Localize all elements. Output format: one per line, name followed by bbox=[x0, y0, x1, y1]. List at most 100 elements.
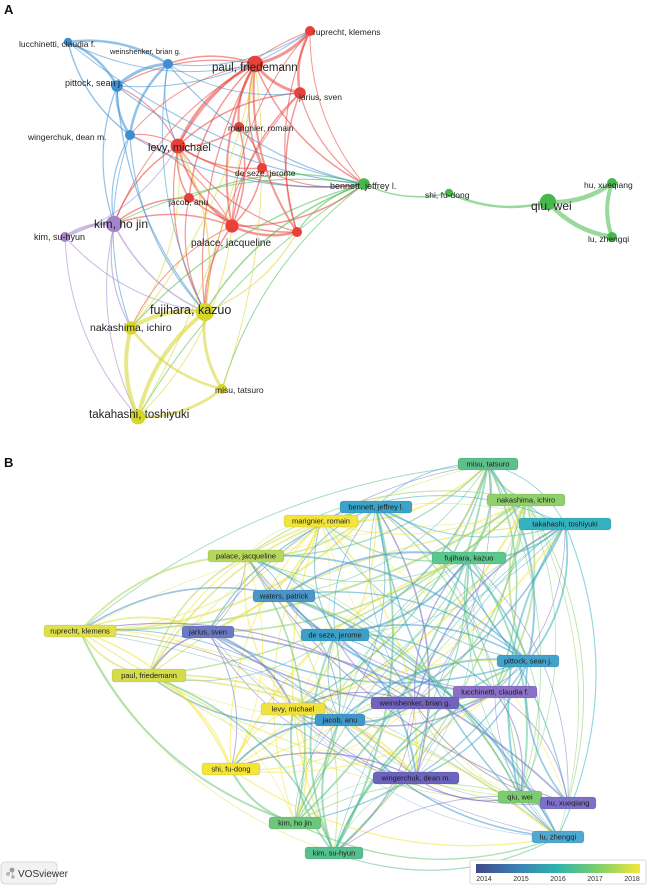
colorbar-tick-2018: 2018 bbox=[624, 876, 640, 883]
edge-ruprecht-palace bbox=[231, 30, 311, 227]
edge-lucchinetti-wingerchuk bbox=[67, 41, 131, 136]
edge-b-21-22 bbox=[294, 822, 559, 860]
label-kimho: kim, ho jin bbox=[94, 217, 148, 231]
edge-paul-waters bbox=[252, 63, 298, 233]
edge-paul-deseze bbox=[248, 63, 263, 169]
edge-b-13-19 bbox=[494, 691, 523, 798]
edge-b-4-15 bbox=[292, 523, 566, 710]
node-label-bennett-jeffrey-l: bennett, jeffrey l. bbox=[348, 503, 403, 512]
network-a: lucchinetti, claudia f.weinshenker, bria… bbox=[19, 26, 633, 425]
edge-palace-wingerchuk bbox=[129, 134, 233, 227]
edge-bennett-shi bbox=[363, 183, 450, 198]
edge-b-11-19 bbox=[519, 660, 540, 798]
label-jacob: jacob, anu bbox=[168, 197, 208, 207]
node-label-kim-ho-jin: kim, ho jin bbox=[278, 819, 312, 828]
node-box-nakashima-ichiro bbox=[486, 493, 566, 507]
vosviewer-logo-text: VOSviewer bbox=[18, 869, 69, 880]
edge-kimsu-takahashi bbox=[64, 236, 139, 418]
node-paul bbox=[246, 55, 264, 73]
node-levy bbox=[170, 138, 186, 154]
node-box-takahashi-toshiyuki bbox=[518, 517, 612, 531]
edge-b-17-21 bbox=[230, 768, 296, 824]
edge-paul-palace bbox=[225, 63, 256, 227]
edge-b-9-20 bbox=[207, 631, 569, 804]
node-label-misu-tatsuro: misu, tatsuro bbox=[467, 460, 510, 469]
node-pittock bbox=[111, 80, 123, 92]
node-ruprecht bbox=[305, 26, 315, 36]
label-lu: lu, zhengqi bbox=[588, 234, 629, 244]
edge-b-5-21 bbox=[245, 555, 306, 824]
node-label-hu-xueqiang: hu, xueqiang bbox=[547, 799, 590, 808]
node-takahashi bbox=[130, 409, 146, 425]
node-box-pittock-sean-j bbox=[496, 654, 560, 668]
node-box-palace-jacqueline bbox=[207, 549, 285, 563]
edge-bennett-kimho bbox=[113, 178, 365, 225]
node-jacob bbox=[184, 193, 194, 203]
edge-b-1-18 bbox=[375, 506, 430, 779]
node-label-waters-patrick: waters, patrick bbox=[259, 592, 309, 601]
network-a-labels: lucchinetti, claudia f.weinshenker, bria… bbox=[19, 27, 633, 421]
edge-pittock-ruprecht bbox=[116, 30, 311, 88]
node-label-wingerchuk-dean-m: wingerchuk, dean m. bbox=[380, 774, 450, 783]
label-marignier: marignier, romain bbox=[228, 123, 294, 133]
edge-b-9-17 bbox=[207, 631, 238, 770]
edge-b-2-22 bbox=[525, 499, 580, 838]
node-box-kim-ho-jin bbox=[268, 816, 322, 830]
edge-fujihara-waters bbox=[204, 231, 298, 313]
node-box-kim-su-hyun bbox=[304, 846, 364, 860]
edge-b-4-12 bbox=[148, 523, 566, 676]
edge-misu-paul bbox=[221, 63, 263, 390]
node-box-qiu-wei bbox=[497, 790, 543, 804]
edge-jacob-waters bbox=[188, 197, 298, 233]
node-kimho bbox=[105, 215, 123, 233]
edge-b-9-22 bbox=[207, 631, 559, 838]
edge-b-4-21 bbox=[294, 523, 566, 824]
edge-kimho-takahashi bbox=[106, 223, 139, 418]
node-box-marignier-romain bbox=[283, 514, 359, 528]
node-label-jacob-anu: jacob, anu bbox=[322, 716, 358, 725]
edge-fujihara-misu bbox=[202, 311, 224, 390]
label-levy: levy, michael bbox=[148, 142, 211, 154]
node-label-lu-zhengqi: lu, zhengqi bbox=[540, 833, 577, 842]
node-box-lu-zhengqi bbox=[531, 830, 585, 844]
panel-a-letter: A bbox=[4, 2, 14, 17]
node-marignier bbox=[234, 122, 244, 132]
node-shi bbox=[444, 188, 454, 198]
edge-shi-qiu bbox=[448, 191, 549, 209]
edge-b-0-6 bbox=[468, 463, 493, 559]
edge-b-3-20 bbox=[320, 520, 569, 804]
edge-palace-nakashima bbox=[130, 225, 233, 329]
edge-takahashi-misu bbox=[137, 387, 223, 419]
node-label-paul-friedemann: paul, friedemann bbox=[121, 671, 177, 680]
edge-b-7-11 bbox=[283, 591, 529, 662]
label-takahashi: takahashi, toshiyuki bbox=[89, 409, 189, 421]
edge-b-8-16 bbox=[79, 629, 341, 721]
edge-b-2-5 bbox=[245, 490, 527, 557]
edge-b-17-18 bbox=[230, 752, 417, 779]
edge-palace-bennett bbox=[231, 183, 365, 227]
edge-hu-lu bbox=[605, 182, 614, 238]
node-box-ruprecht-klemens bbox=[43, 624, 117, 638]
label-paul: paul, friedemann bbox=[212, 62, 298, 74]
edge-b-4-14 bbox=[414, 523, 566, 704]
edge-b-12-17 bbox=[148, 674, 232, 770]
node-box-hu-xueqiang bbox=[539, 796, 597, 810]
label-bennett: bennett, jeffrey l. bbox=[330, 181, 396, 191]
edge-b-2-3 bbox=[320, 499, 527, 535]
edge-b-5-19 bbox=[245, 555, 521, 798]
edge-takahashi-palace bbox=[137, 225, 233, 418]
node-box-paul-friedemann bbox=[111, 668, 187, 683]
colorbar-gradient bbox=[476, 864, 640, 873]
edge-b-4-18 bbox=[415, 523, 566, 779]
node-box-levy-michael bbox=[260, 702, 326, 716]
edge-b-15-20 bbox=[292, 708, 569, 805]
label-pittock: pittock, sean j. bbox=[65, 78, 123, 88]
node-bennett bbox=[358, 178, 370, 190]
edge-jarius-palace bbox=[231, 92, 301, 227]
label-weinshenker: weinshenker, brian g. bbox=[109, 47, 181, 56]
node-qiu bbox=[539, 193, 557, 211]
edge-b-10-23 bbox=[309, 634, 336, 854]
label-ruprecht: ruprecht, klemens bbox=[313, 27, 381, 37]
edge-jarius-bennett bbox=[299, 92, 365, 185]
